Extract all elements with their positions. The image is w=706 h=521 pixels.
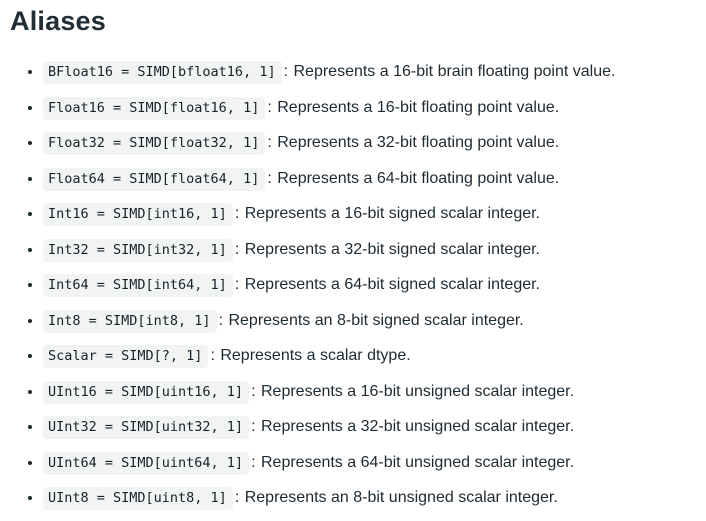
alias-separator: : — [251, 453, 256, 471]
alias-description: Represents an 8-bit unsigned scalar inte… — [244, 489, 558, 506]
alias-list-item: UInt32 = SIMD[uint32, 1]: Represents a 3… — [43, 415, 696, 439]
alias-code: Float16 = SIMD[float16, 1] — [43, 96, 266, 120]
alias-code: Int64 = SIMD[int64, 1] — [43, 274, 233, 297]
alias-description: Represents a 64-bit floating point value… — [277, 169, 560, 187]
alias-code: UInt16 = SIMD[uint16, 1] — [43, 380, 250, 404]
alias-separator: : — [283, 63, 289, 80]
alias-list-item: Float16 = SIMD[float16, 1]: Represents a… — [43, 96, 696, 120]
alias-separator: : — [234, 276, 240, 293]
alias-separator: : — [234, 240, 240, 258]
alias-description: Represents a 16-bit floating point value… — [277, 98, 560, 116]
alias-list-item: Int32 = SIMD[int32, 1]: Represents a 32-… — [43, 238, 696, 262]
alias-list-item: Int8 = SIMD[int8, 1]: Represents an 8-bi… — [43, 309, 696, 333]
alias-separator: : — [210, 347, 215, 364]
alias-list-item: Int64 = SIMD[int64, 1]: Represents a 64-… — [43, 273, 696, 297]
alias-separator: : — [267, 169, 272, 187]
alias-code: Int32 = SIMD[int32, 1] — [43, 238, 233, 262]
alias-separator: : — [251, 418, 256, 435]
alias-code: Int16 = SIMD[int16, 1] — [43, 203, 233, 226]
alias-description: Represents a 64-bit unsigned scalar inte… — [260, 453, 575, 471]
alias-description: Represents a 16-bit brain floating point… — [293, 63, 616, 80]
docs-page: Aliases BFloat16 = SIMD[bfloat16, 1]: Re… — [0, 0, 706, 510]
alias-separator: : — [267, 98, 272, 116]
alias-code: Float64 = SIMD[float64, 1] — [43, 167, 266, 191]
alias-description: Represents a 16-bit signed scalar intege… — [244, 205, 540, 222]
alias-list-item: Float64 = SIMD[float64, 1]: Represents a… — [43, 167, 696, 191]
alias-list-item: Scalar = SIMD[?, 1]: Represents a scalar… — [43, 344, 696, 368]
alias-code: UInt64 = SIMD[uint64, 1] — [43, 451, 250, 475]
alias-description: Represents a 64-bit signed scalar intege… — [244, 276, 540, 293]
alias-description: Represents a 16-bit unsigned scalar inte… — [260, 382, 575, 400]
alias-description: Represents an 8-bit signed scalar intege… — [228, 311, 524, 329]
alias-code: Int8 = SIMD[int8, 1] — [43, 309, 217, 333]
alias-separator: : — [234, 205, 240, 222]
alias-description: Represents a 32-bit signed scalar intege… — [244, 240, 540, 258]
alias-description: Represents a scalar dtype. — [220, 347, 411, 364]
alias-code: BFloat16 = SIMD[bfloat16, 1] — [43, 61, 282, 84]
alias-description: Represents a 32-bit floating point value… — [277, 134, 560, 151]
alias-code: Scalar = SIMD[?, 1] — [43, 345, 209, 368]
alias-description: Represents a 32-bit unsigned scalar inte… — [260, 418, 575, 435]
alias-list-item: UInt64 = SIMD[uint64, 1]: Represents a 6… — [43, 451, 696, 475]
alias-code: Float32 = SIMD[float32, 1] — [43, 132, 266, 155]
alias-separator: : — [251, 382, 256, 400]
alias-list-item: UInt8 = SIMD[uint8, 1]: Represents an 8-… — [43, 486, 696, 510]
page-title: Aliases — [10, 6, 106, 36]
alias-separator: : — [234, 489, 240, 506]
alias-list-item: UInt16 = SIMD[uint16, 1]: Represents a 1… — [43, 380, 696, 404]
alias-separator: : — [267, 134, 272, 151]
alias-list: BFloat16 = SIMD[bfloat16, 1]: Represents… — [10, 60, 696, 510]
alias-code: UInt8 = SIMD[uint8, 1] — [43, 487, 233, 510]
alias-code: UInt32 = SIMD[uint32, 1] — [43, 416, 250, 439]
alias-list-item: Int16 = SIMD[int16, 1]: Represents a 16-… — [43, 202, 696, 226]
alias-list-item: Float32 = SIMD[float32, 1]: Represents a… — [43, 131, 696, 155]
alias-separator: : — [218, 311, 224, 329]
alias-list-item: BFloat16 = SIMD[bfloat16, 1]: Represents… — [43, 60, 696, 84]
